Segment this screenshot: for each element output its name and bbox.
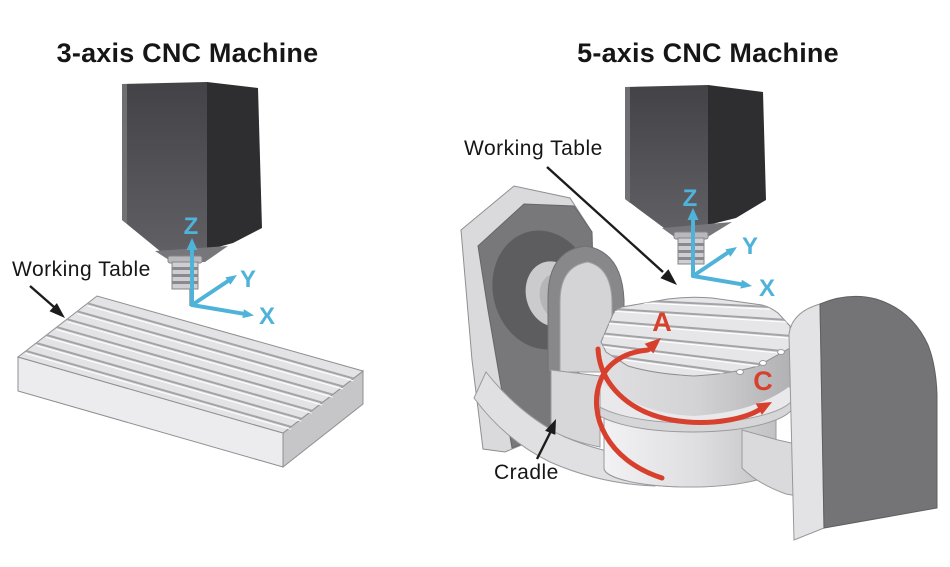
right-working-table-arrow <box>546 166 677 285</box>
right-spindle <box>625 85 766 277</box>
left-spindle <box>122 82 262 306</box>
right-y-axis-arrow <box>691 250 730 278</box>
cradle-label: Cradle <box>494 461 559 484</box>
trunnion-right-support <box>788 295 938 541</box>
rotary-axis-arrows: A C <box>594 307 773 481</box>
left-x-axis-arrow <box>190 303 246 316</box>
rotary-table-side <box>601 340 790 416</box>
left-table-tslots <box>25 302 354 430</box>
right-working-table-label: Working Table <box>464 137 603 160</box>
c-axis-label: C <box>753 366 773 396</box>
left-working-table-arrow <box>29 285 65 318</box>
right-z-axis-label: Z <box>683 185 698 212</box>
right-spindle-front-face <box>625 85 708 231</box>
left-spindle-front-face <box>122 82 207 256</box>
left-y-axis-label: Y <box>240 266 256 293</box>
right-y-axis-label: Y <box>742 233 758 260</box>
right-spindle-edge-highlight <box>625 87 630 203</box>
rotary-table <box>600 296 791 416</box>
a-axis-label: A <box>652 307 672 337</box>
five-axis-machine: A C Z <box>460 85 938 541</box>
left-y-axis-arrow <box>190 279 230 307</box>
c-axis-arc <box>595 346 765 425</box>
right-panel-title: 5-axis CNC Machine <box>577 38 839 68</box>
right-axes: Z Y X <box>683 185 775 302</box>
cradle-arrow <box>535 419 556 460</box>
left-working-table-label: Working Table <box>12 258 151 281</box>
left-working-table <box>16 295 365 469</box>
right-spindle-side-face <box>708 85 766 225</box>
left-spindle-side-face <box>207 82 262 250</box>
left-z-axis-label: Z <box>184 213 199 240</box>
right-x-axis-arrow <box>691 274 744 287</box>
left-axes: Z Y X <box>184 213 275 330</box>
left-x-axis-label: X <box>259 303 275 330</box>
three-axis-machine: Z Y X <box>16 82 365 469</box>
right-x-axis-label: X <box>759 275 775 302</box>
a-axis-arc <box>594 347 665 481</box>
left-spindle-edge-highlight <box>122 84 127 224</box>
left-panel-title: 3-axis CNC Machine <box>56 38 319 68</box>
